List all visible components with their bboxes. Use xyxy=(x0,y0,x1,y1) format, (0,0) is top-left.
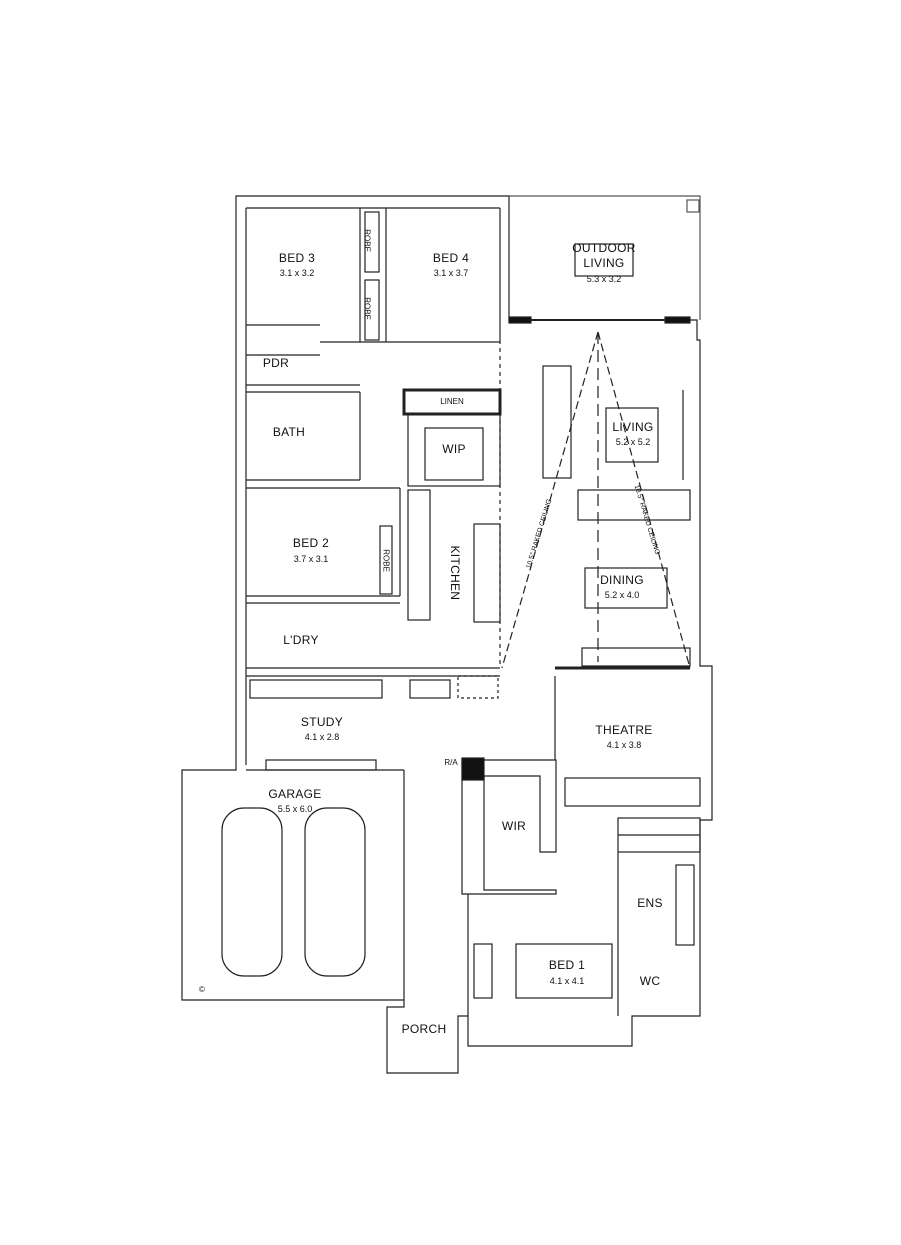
outdoor-wall xyxy=(509,195,701,320)
room-name-laundry: L'DRY xyxy=(283,633,319,647)
return-air-label: R/A xyxy=(444,758,458,767)
room-size-study: 4.1 x 2.8 xyxy=(304,732,340,742)
room-name-study: STUDY xyxy=(300,715,344,729)
room-name-bath: BATH xyxy=(272,425,306,439)
room-name-living: LIVING xyxy=(612,420,654,434)
room-name-theatre: THEATRE xyxy=(595,723,653,737)
room-name-linen: LINEN xyxy=(440,397,464,406)
post xyxy=(686,199,700,213)
room-size-dining: 5.2 x 4.0 xyxy=(604,590,640,600)
room-size-bed2: 3.7 x 3.1 xyxy=(293,554,329,564)
room-name-dining: DINING xyxy=(600,573,644,587)
room-size-theatre: 4.1 x 3.8 xyxy=(606,740,642,750)
room-name-ens: ENS xyxy=(637,896,663,910)
room-name-outdoor-2: LIVING xyxy=(583,256,625,270)
room-name-bed2: BED 2 xyxy=(292,536,330,550)
room-size-bed4: 3.1 x 3.7 xyxy=(433,268,469,278)
room-name-wc: WC xyxy=(639,974,661,988)
robe-label-1: ROBE xyxy=(362,229,372,252)
outer-wall xyxy=(181,195,713,1074)
room-name-outdoor-1: OUTDOOR xyxy=(572,241,636,255)
room-size-bed1: 4.1 x 4.1 xyxy=(549,976,585,986)
robe-label-2: ROBE xyxy=(362,297,372,320)
room-size-garage: 5.5 x 6.0 xyxy=(277,804,313,814)
room-size-outdoor: 5.3 x 3.2 xyxy=(586,274,622,284)
room-name-bed3: BED 3 xyxy=(278,251,316,265)
room-name-wip: WIP xyxy=(442,442,466,456)
room-size-living: 5.2 x 5.2 xyxy=(615,437,651,447)
room-name-pdr: PDR xyxy=(262,356,290,370)
robe-label-3: ROBE xyxy=(381,549,391,572)
room-name-porch: PORCH xyxy=(401,1022,447,1036)
room-size-bed3: 3.1 x 3.2 xyxy=(279,268,315,278)
room-name-bed4: BED 4 xyxy=(432,251,470,265)
room-name-garage: GARAGE xyxy=(268,787,322,801)
room-name-bed1: BED 1 xyxy=(548,958,586,972)
room-name-wir: WIR xyxy=(501,819,527,833)
room-name-kitchen: KITCHEN xyxy=(447,545,462,601)
copyright-mark: © xyxy=(199,985,205,994)
